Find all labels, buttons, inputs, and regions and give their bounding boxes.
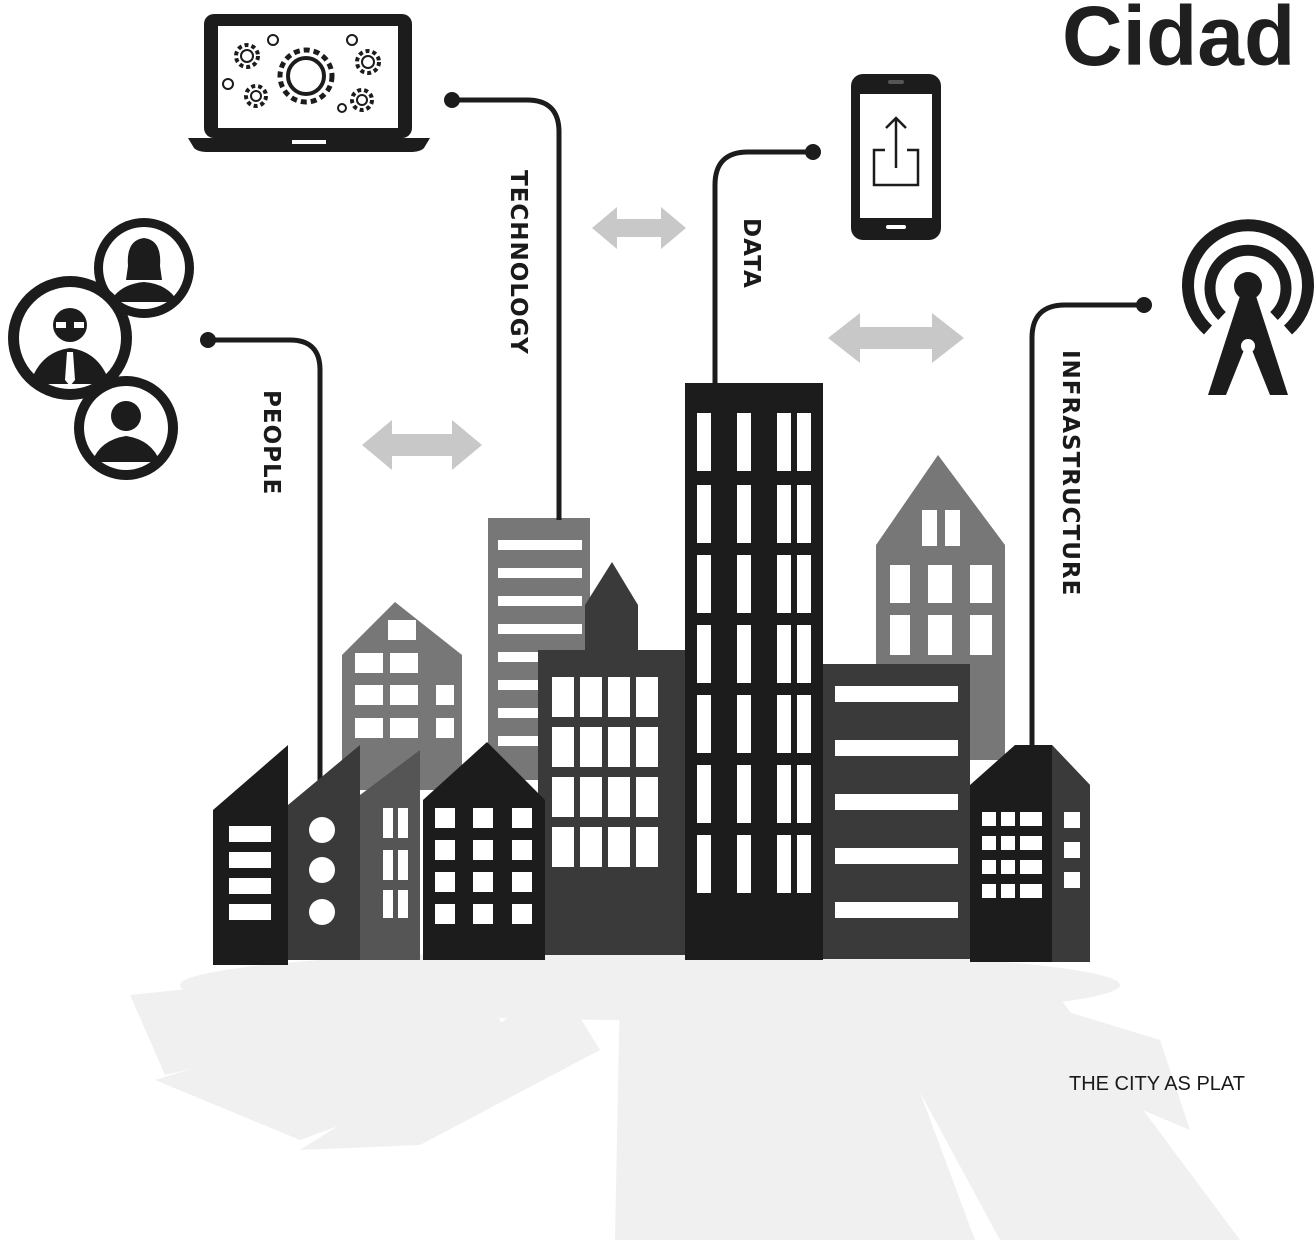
mid-buildings: [288, 562, 970, 960]
people-avatars-icon: [8, 218, 194, 480]
data-connector: [712, 149, 813, 385]
technology-connector: [452, 97, 562, 520]
laptop-gears-icon: [188, 14, 430, 152]
infrastructure-connector: [1029, 302, 1144, 750]
ground-shadow: [130, 950, 1240, 1240]
people-connector: [208, 337, 323, 785]
signal-tower-icon: [1182, 219, 1314, 395]
page-title: Cidad: [1062, 0, 1296, 83]
double-arrow-people-technology: [362, 420, 482, 470]
label-infrastructure: INFRASTRUCTURE: [1057, 350, 1083, 597]
building-circles: [288, 745, 360, 960]
front-buildings: [213, 383, 1090, 965]
label-people: PEOPLE: [258, 390, 284, 496]
avatar-woman: [94, 218, 194, 318]
double-arrow-technology-data: [592, 207, 686, 249]
double-arrows: [362, 207, 964, 470]
double-arrow-data-infrastructure: [828, 313, 964, 363]
avatar-man-tie: [8, 276, 132, 400]
caption: THE CITY AS PLAT: [1069, 1073, 1245, 1095]
connector-lines: [208, 97, 1144, 785]
phone-share-icon: [851, 74, 941, 240]
label-technology: TECHNOLOGY: [505, 170, 531, 355]
label-data: DATA: [738, 218, 764, 289]
avatar-man: [74, 376, 178, 480]
